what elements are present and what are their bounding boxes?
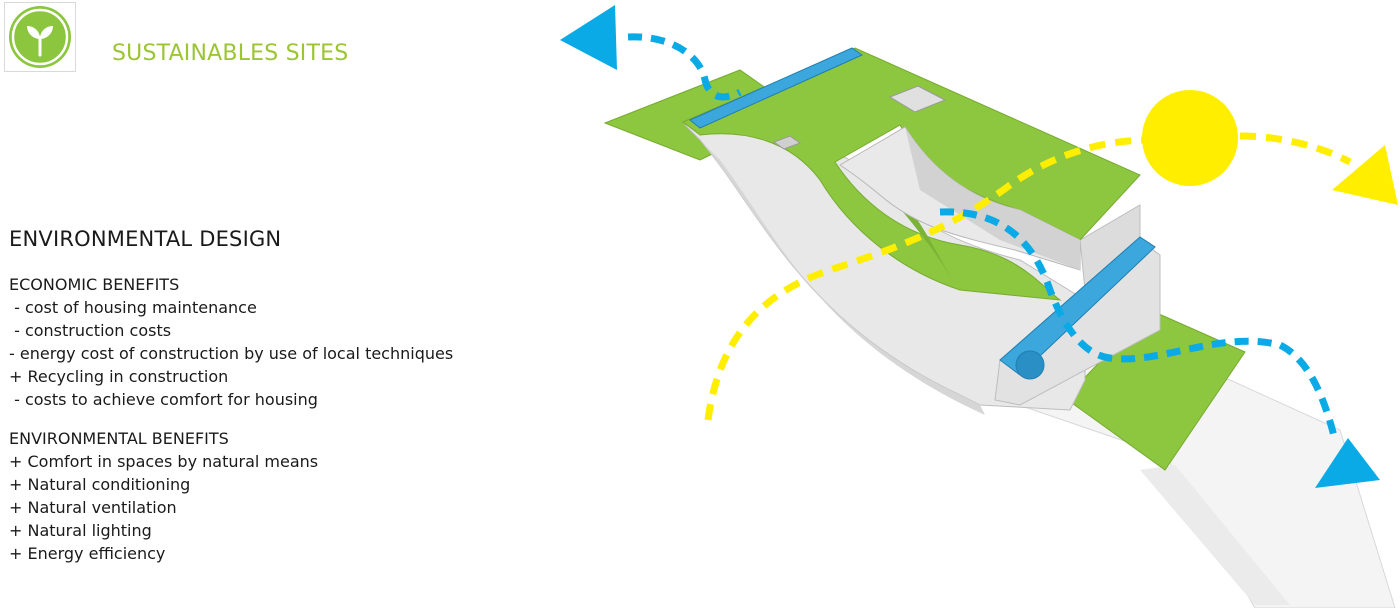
group-title: ENVIRONMENTAL BENEFITS	[9, 429, 229, 448]
wind-arrow-icon	[1315, 438, 1380, 488]
pool-drain	[1015, 350, 1045, 380]
courtyard-wall	[905, 127, 1080, 270]
sun-path-arrow-icon	[1332, 145, 1398, 205]
list-item: + Comfort in spaces by natural means	[9, 452, 319, 471]
sprout-leaf-icon	[9, 6, 71, 68]
wind-arrow-icon	[560, 5, 617, 70]
sun-path-right	[1239, 132, 1352, 166]
pool-lower	[999, 236, 1156, 376]
main-heading: ENVIRONMENTAL DESIGN	[9, 227, 282, 251]
sun-path	[704, 136, 1151, 421]
logo	[4, 2, 76, 72]
list-item: - costs to achieve comfort for housing	[9, 390, 318, 409]
list-item: + Recycling in construction	[9, 367, 229, 386]
economic-benefits: ECONOMIC BENEFITS - cost of housing main…	[9, 273, 529, 411]
sun-icon	[1142, 90, 1238, 186]
skylight	[888, 85, 947, 113]
list-item: - construction costs	[9, 321, 172, 340]
wind-path-middle	[939, 208, 1339, 441]
list-item: - energy cost of construction by use of …	[9, 344, 454, 363]
ground-plane-edge	[1140, 465, 1290, 605]
benefit-list: + Comfort in spaces by natural means + N…	[9, 450, 529, 565]
group-title: ECONOMIC BENEFITS	[9, 275, 180, 294]
vent	[772, 135, 802, 150]
list-item: - cost of housing maintenance	[9, 298, 257, 317]
pool-top	[689, 47, 864, 129]
wind-path-top	[627, 33, 742, 101]
list-item: + Natural lighting	[9, 521, 152, 540]
house-diagram	[560, 5, 1398, 608]
text-content: ENVIRONMENTAL DESIGN ECONOMIC BENEFITS -…	[9, 227, 529, 581]
list-item: + Natural conditioning	[9, 475, 191, 494]
section-title: SUSTAINABLES SITES	[112, 41, 349, 66]
list-item: + Energy efficiency	[9, 544, 166, 563]
list-item: + Natural ventilation	[9, 498, 177, 517]
benefit-list: - cost of housing maintenance - construc…	[9, 296, 529, 411]
environmental-benefits: ENVIRONMENTAL BENEFITS + Comfort in spac…	[9, 427, 529, 565]
